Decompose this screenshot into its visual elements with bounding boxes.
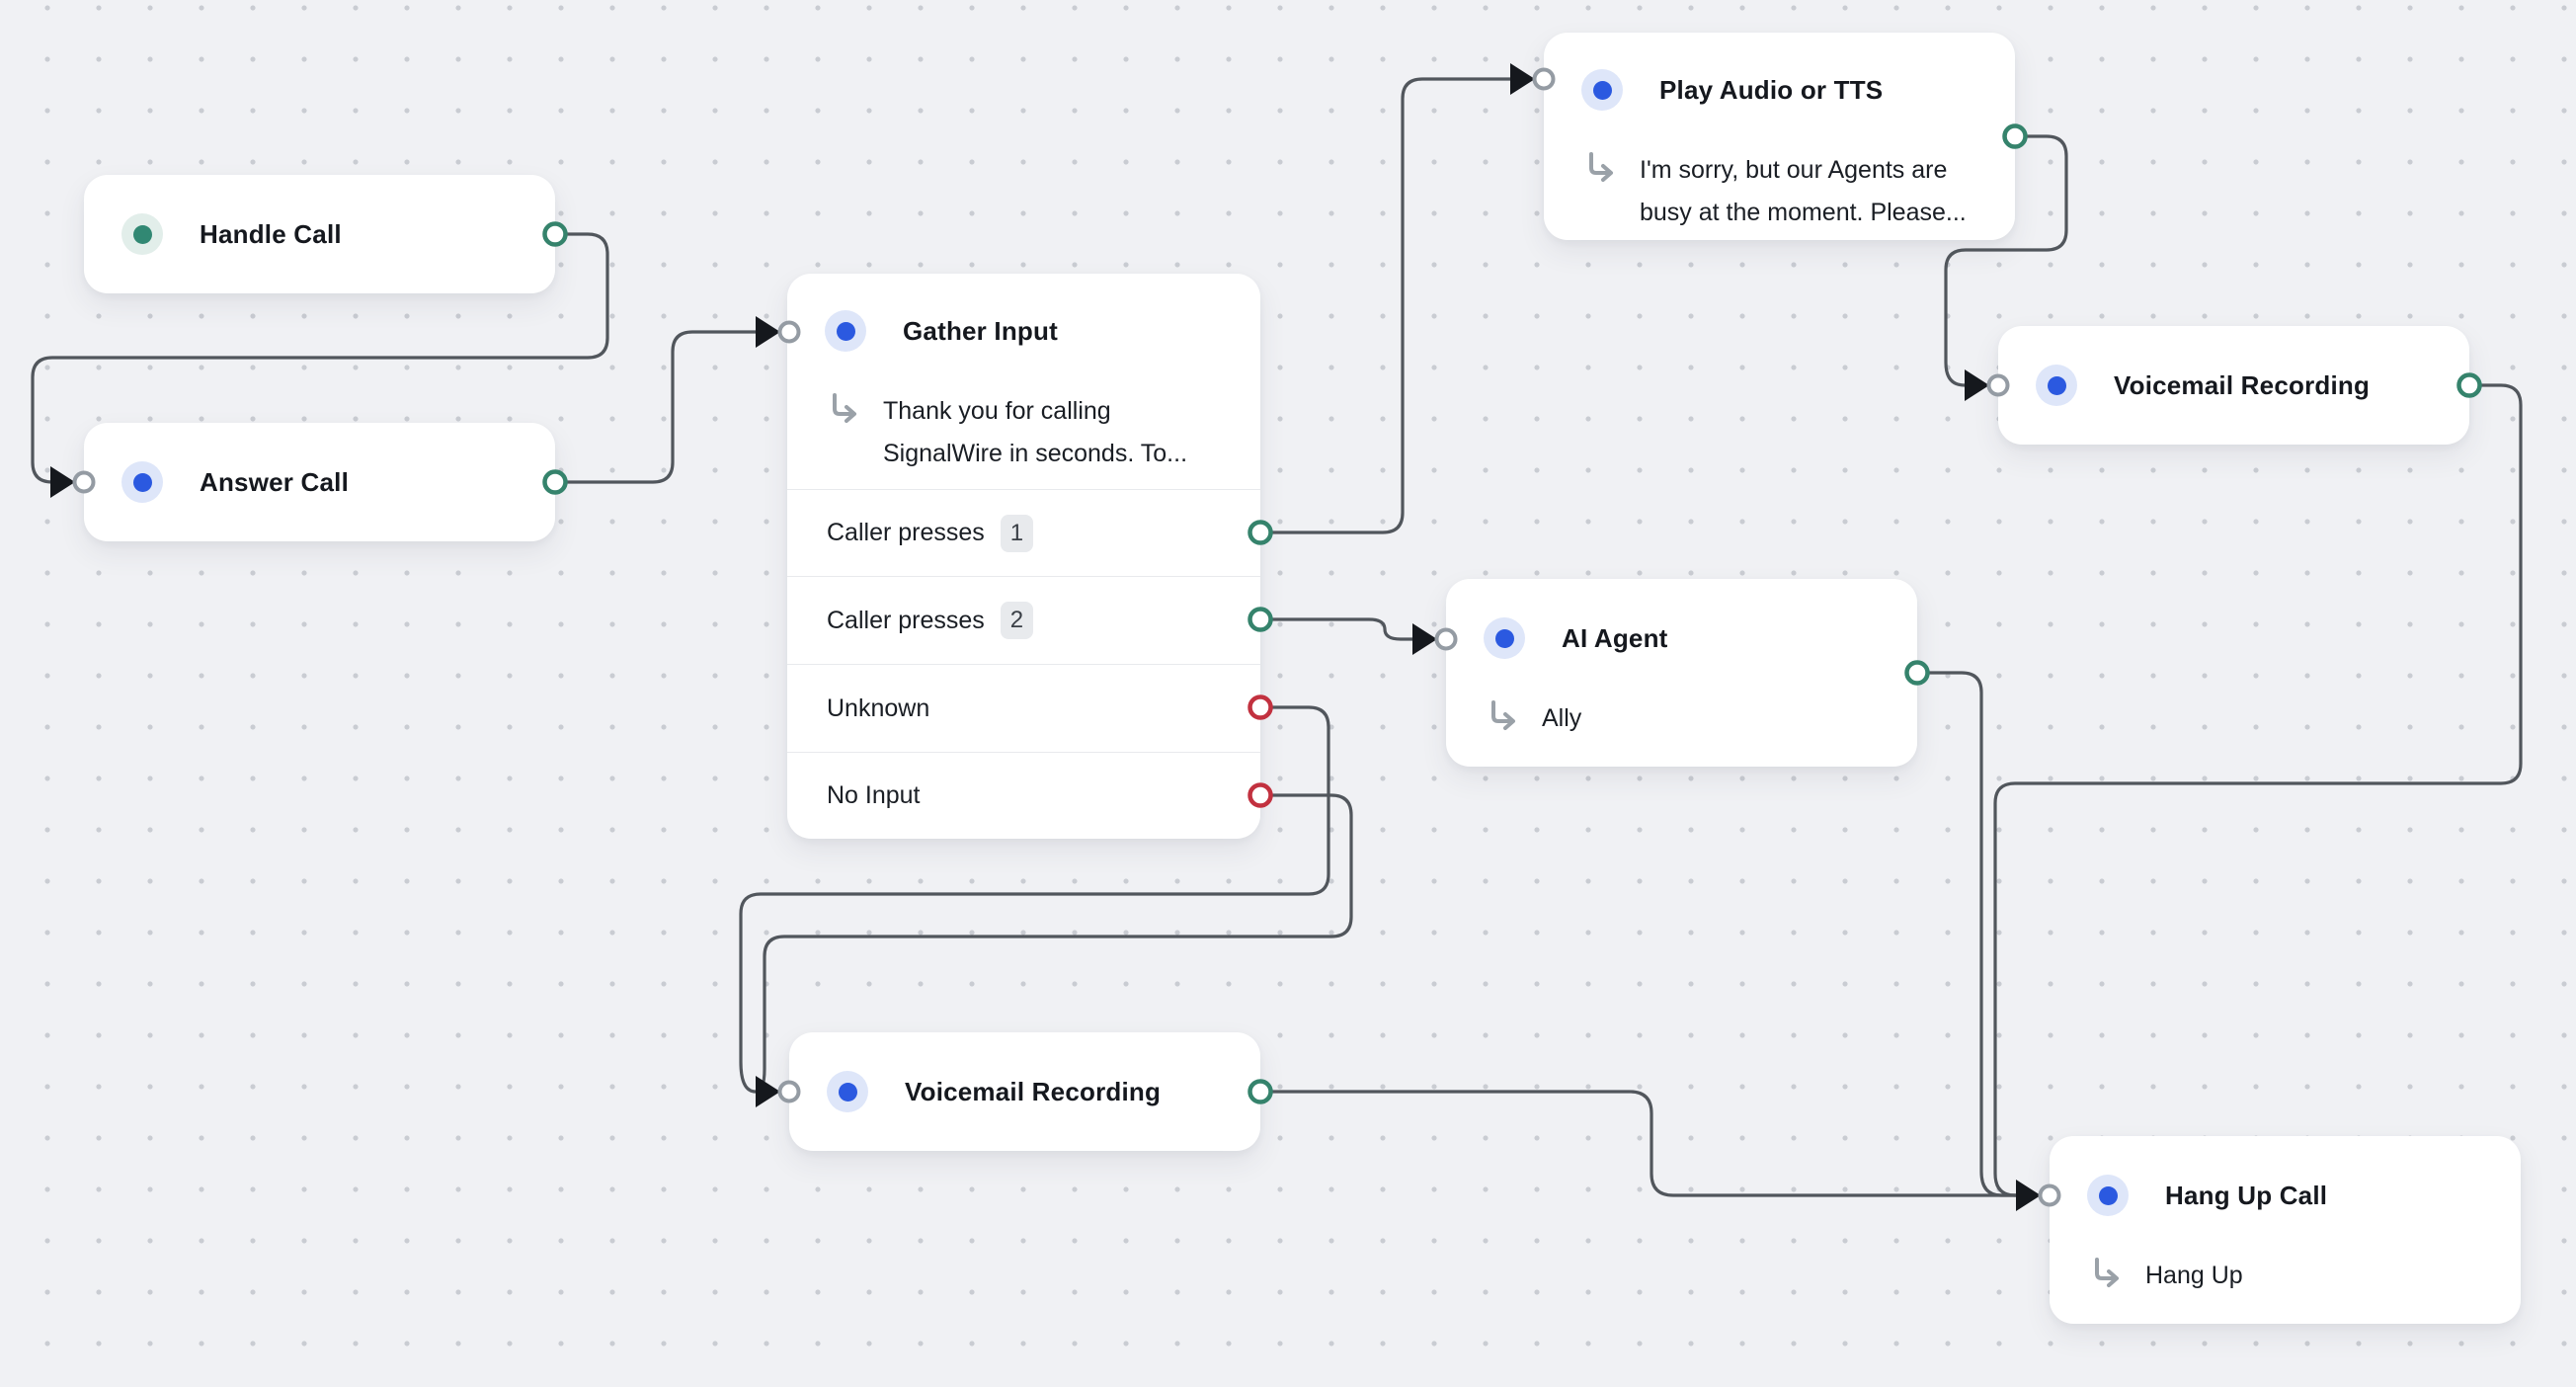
edge-answer-call-to-gather-input[interactable] bbox=[555, 330, 756, 484]
node-voicemail-recording-bottom[interactable]: Voicemail Recording bbox=[789, 1032, 1260, 1151]
edge-handle-call-to-answer-call[interactable] bbox=[31, 232, 609, 484]
output-port-unknown[interactable] bbox=[1248, 694, 1273, 720]
gather-row-unknown: Unknown bbox=[787, 664, 1260, 752]
node-title: Play Audio or TTS bbox=[1659, 74, 1884, 105]
output-port-answer-call[interactable] bbox=[542, 469, 568, 495]
blue-dot-icon bbox=[827, 1071, 868, 1112]
input-port-ai-agent[interactable] bbox=[1434, 627, 1458, 651]
node-ai-agent[interactable]: AI Agent Ally bbox=[1446, 579, 1917, 767]
dtmf-badge: 2 bbox=[1000, 602, 1034, 639]
node-title: Voicemail Recording bbox=[2114, 369, 2371, 400]
edge-arrowhead-icon bbox=[756, 1076, 780, 1107]
node-title: Gather Input bbox=[903, 315, 1058, 346]
dtmf-badge: 1 bbox=[1000, 514, 1034, 552]
node-gather-input[interactable]: Gather Input Thank you for calling Signa… bbox=[787, 274, 1260, 839]
node-voicemail-recording-right[interactable]: Voicemail Recording bbox=[1998, 326, 2469, 445]
node-subtitle: Hang Up bbox=[2145, 1262, 2243, 1289]
blue-dot-icon bbox=[1581, 69, 1623, 111]
input-port-play-audio[interactable] bbox=[1532, 67, 1556, 91]
blue-dot-icon bbox=[121, 461, 163, 503]
edge-caller-presses-1-to-play-audio[interactable] bbox=[1260, 77, 1510, 534]
output-port-play-audio[interactable] bbox=[2002, 123, 2028, 149]
gather-row-caller-presses-1: Caller presses 1 bbox=[787, 489, 1260, 576]
input-port-hang-up[interactable] bbox=[2038, 1183, 2061, 1207]
node-answer-call[interactable]: Answer Call bbox=[84, 423, 555, 541]
node-subtitle: Ally bbox=[1542, 704, 1582, 732]
edge-arrowhead-icon bbox=[1412, 623, 1437, 655]
row-label: Caller presses bbox=[827, 606, 985, 634]
node-hang-up-call[interactable]: Hang Up Call Hang Up bbox=[2050, 1136, 2521, 1324]
subflow-arrow-icon bbox=[833, 393, 856, 423]
output-port-caller-presses-1[interactable] bbox=[1248, 520, 1273, 545]
edge-arrowhead-icon bbox=[1510, 63, 1535, 95]
gather-row-caller-presses-2: Caller presses 2 bbox=[787, 576, 1260, 664]
subflow-arrow-icon bbox=[1589, 152, 1613, 182]
blue-dot-icon bbox=[1484, 617, 1525, 659]
subflow-arrow-icon bbox=[1491, 700, 1515, 730]
edge-arrowhead-icon bbox=[756, 316, 780, 348]
output-port-caller-presses-2[interactable] bbox=[1248, 607, 1273, 632]
blue-dot-icon bbox=[825, 310, 866, 352]
edge-unknown-to-voicemail-bottom[interactable] bbox=[739, 705, 1330, 1094]
node-title: Handle Call bbox=[200, 218, 342, 249]
edge-no-input-to-voicemail-bottom[interactable] bbox=[755, 793, 1353, 1094]
edge-caller-presses-2-to-ai-agent[interactable] bbox=[1260, 617, 1412, 641]
edge-voicemail-right-to-hang-up[interactable] bbox=[1993, 383, 2523, 1197]
output-port-voicemail-right[interactable] bbox=[2456, 372, 2482, 398]
node-title: AI Agent bbox=[1562, 622, 1668, 653]
gather-row-no-input: No Input bbox=[787, 752, 1260, 839]
node-title: Voicemail Recording bbox=[905, 1076, 1162, 1106]
node-title: Hang Up Call bbox=[2165, 1180, 2328, 1210]
node-title: Answer Call bbox=[200, 466, 350, 497]
row-label: No Input bbox=[827, 781, 921, 809]
input-port-gather-input[interactable] bbox=[777, 320, 801, 344]
input-port-voicemail-right[interactable] bbox=[1986, 373, 2010, 397]
blue-dot-icon bbox=[2087, 1175, 2129, 1216]
output-port-ai-agent[interactable] bbox=[1904, 660, 1930, 686]
output-port-no-input[interactable] bbox=[1248, 782, 1273, 808]
node-handle-call[interactable]: Handle Call bbox=[84, 175, 555, 293]
node-subtitle: Thank you for calling SignalWire in seco… bbox=[883, 397, 1188, 467]
node-subtitle: I'm sorry, but our Agents are busy at th… bbox=[1640, 156, 1967, 226]
blue-dot-icon bbox=[2036, 365, 2077, 406]
edge-arrowhead-icon bbox=[1965, 369, 1989, 401]
edge-arrowhead-icon bbox=[50, 466, 75, 498]
edge-play-audio-to-voicemail-right[interactable] bbox=[1944, 134, 2068, 387]
edge-voicemail-bottom-to-hang-up[interactable] bbox=[1260, 1090, 2016, 1197]
input-port-answer-call[interactable] bbox=[72, 470, 96, 494]
output-port-voicemail-bottom[interactable] bbox=[1248, 1079, 1273, 1104]
row-label: Caller presses bbox=[827, 519, 985, 546]
output-port-handle-call[interactable] bbox=[542, 221, 568, 247]
input-port-voicemail-bottom[interactable] bbox=[777, 1080, 801, 1103]
teal-dot-icon bbox=[121, 213, 163, 255]
row-label: Unknown bbox=[827, 694, 930, 722]
edge-arrowhead-icon bbox=[2016, 1180, 2041, 1211]
subflow-arrow-icon bbox=[2095, 1258, 2119, 1287]
node-play-audio-or-tts[interactable]: Play Audio or TTS I'm sorry, but our Age… bbox=[1544, 33, 2015, 240]
